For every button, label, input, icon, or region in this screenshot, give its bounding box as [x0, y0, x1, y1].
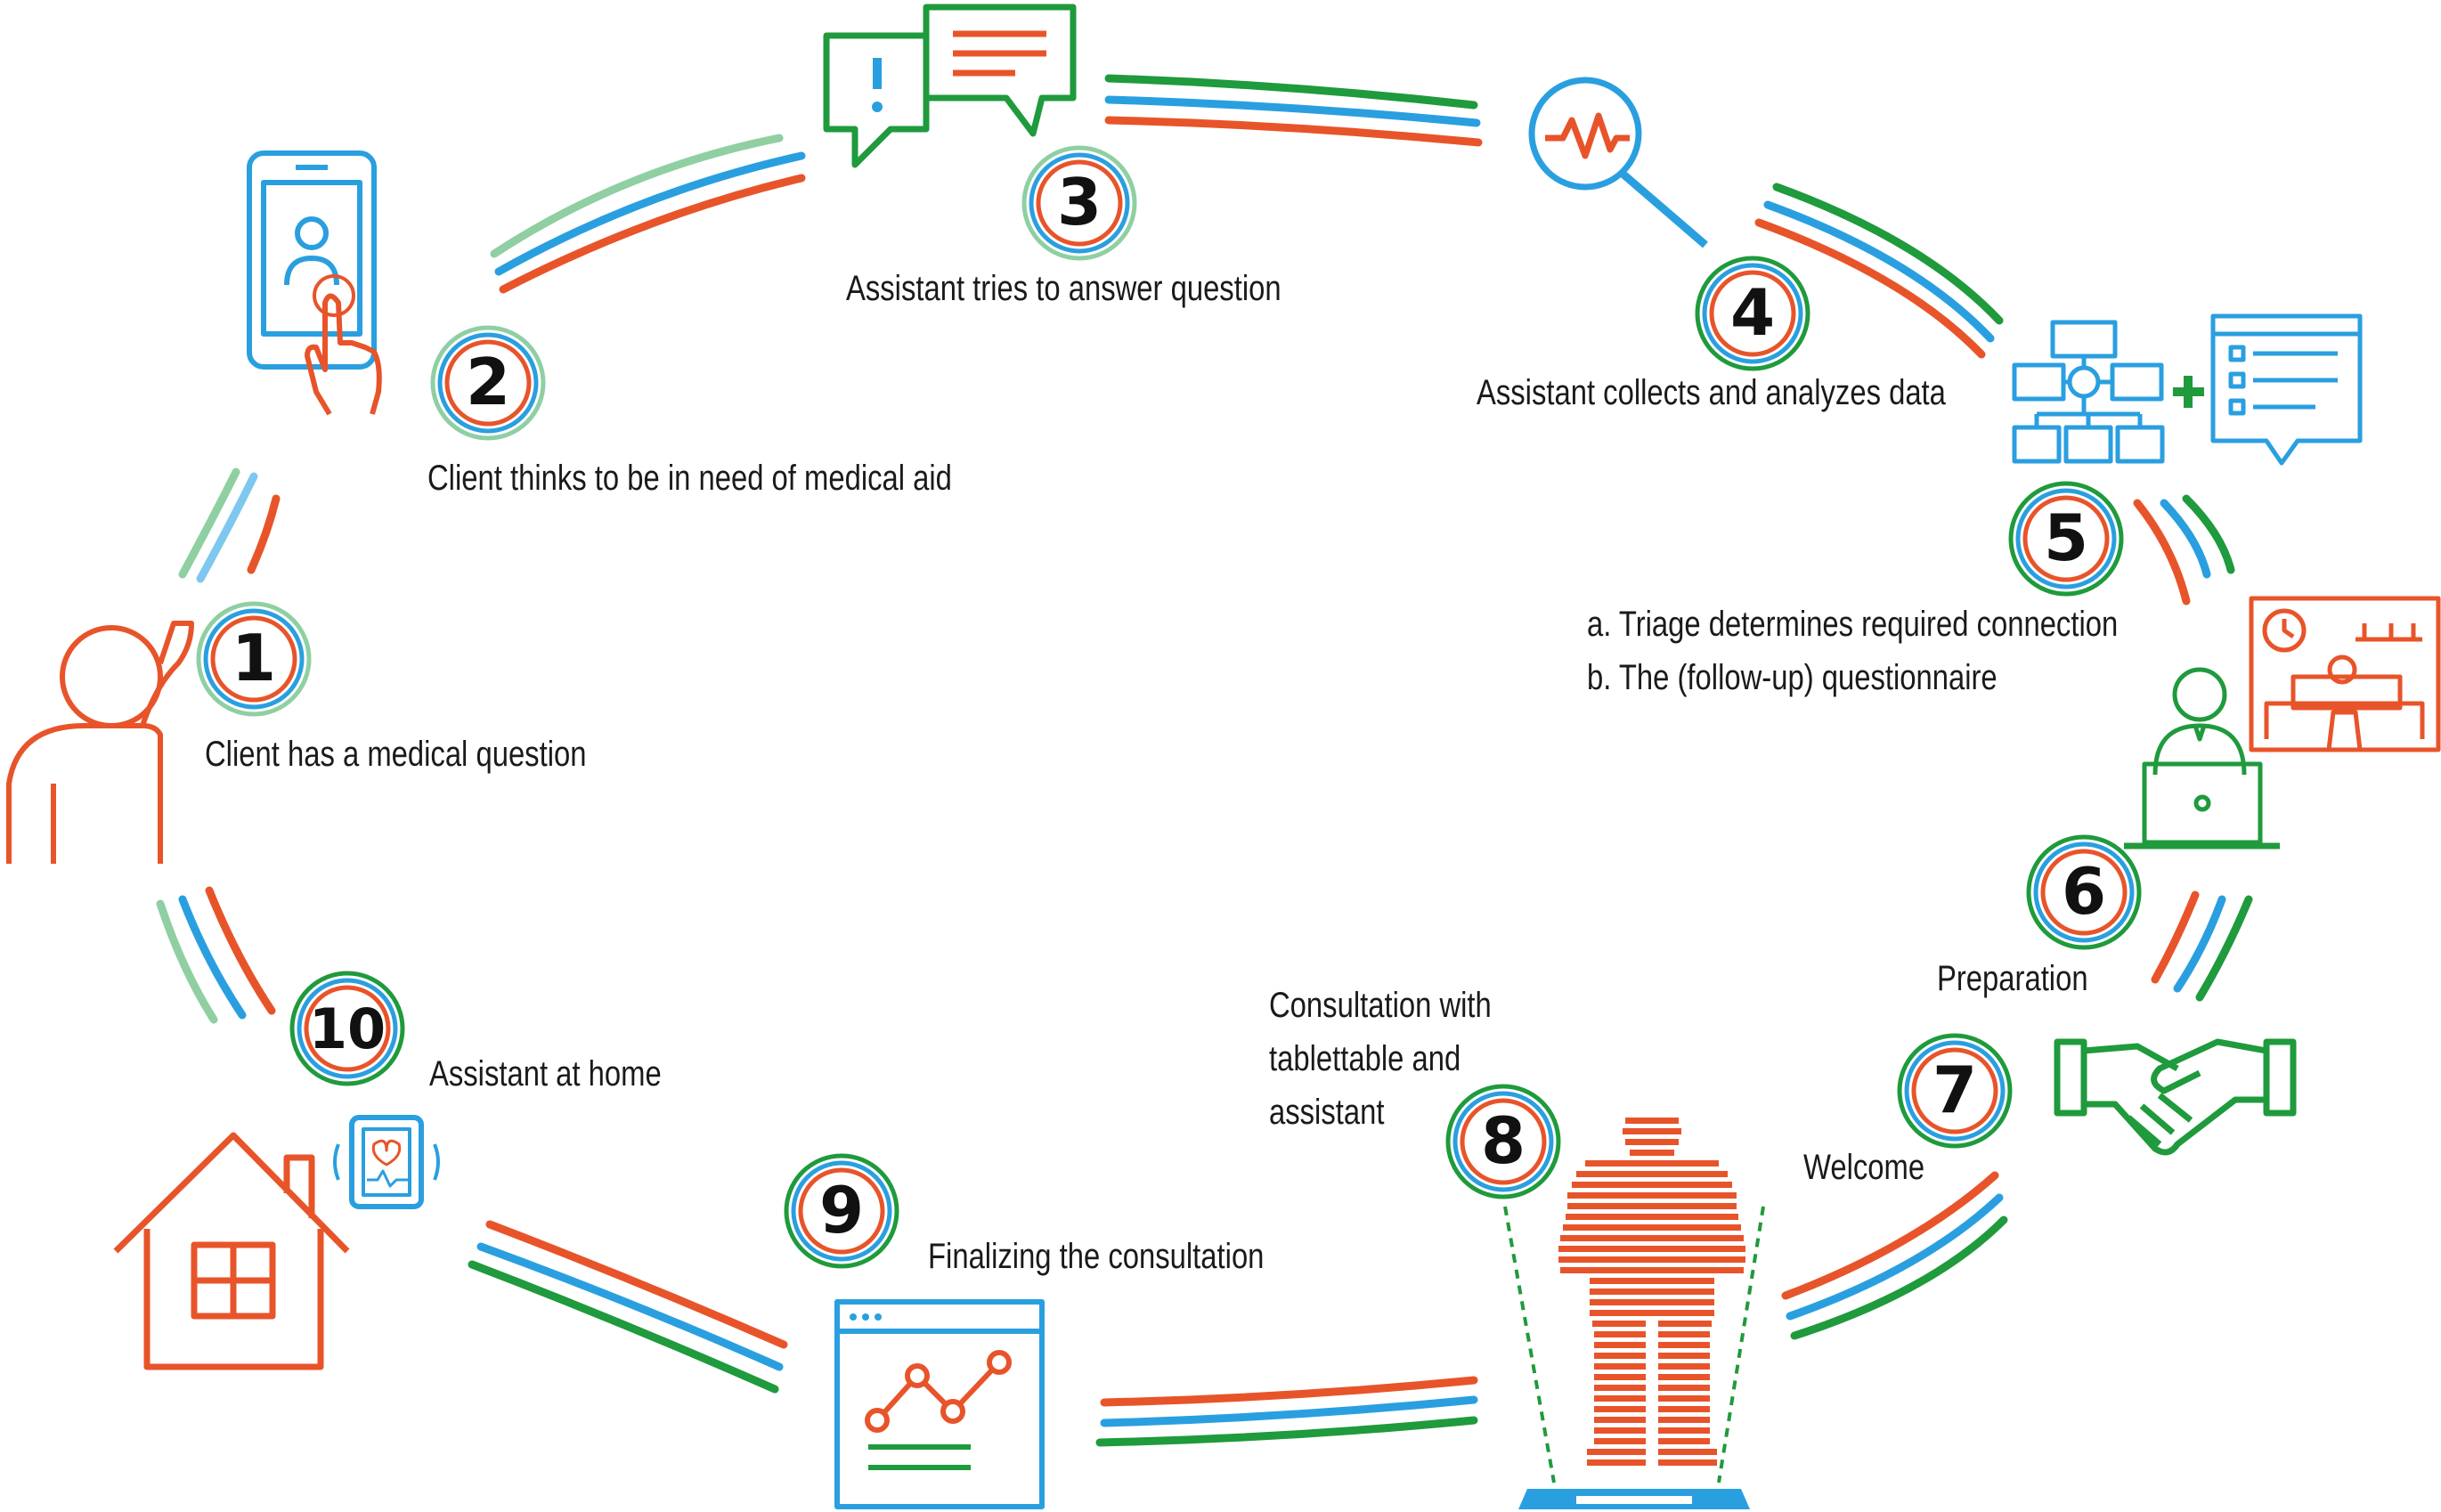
arc-5-6: [2133, 494, 2235, 606]
connector-arcs: [156, 74, 2253, 1447]
waiting-room-laptop-icon: [2124, 596, 2441, 849]
badge-1: 1: [196, 601, 312, 717]
badge-8: 8: [1445, 1084, 1561, 1199]
flowchart-questionnaire-icon: [2012, 313, 2363, 466]
badge-6: 6: [2026, 834, 2142, 950]
arc-8-9: [1095, 1376, 1478, 1447]
step-10-label: Assistant at home: [429, 1054, 662, 1093]
home-smartwatch-icon: [113, 1115, 440, 1370]
badge-5: 5: [2008, 481, 2124, 597]
badge-4-number: 4: [1730, 275, 1775, 350]
step-8-label-line-3: assistant: [1269, 1093, 1385, 1132]
arc-1-2: [178, 467, 281, 583]
step-6-label: Preparation: [1937, 959, 2088, 998]
badge-5-number: 5: [2044, 500, 2088, 575]
arc-10-1: [156, 886, 276, 1024]
badge-8-number: 8: [1481, 1103, 1526, 1178]
arc-6-7: [2151, 890, 2253, 1002]
person-thinking-icon: [6, 621, 194, 864]
badge-2-number: 2: [466, 345, 510, 419]
chat-bubbles-icon: [823, 4, 1077, 168]
arc-7-8: [1781, 1171, 2008, 1340]
handshake-icon: [2054, 1038, 2297, 1156]
step-2-label: Client thinks to be in need of medical a…: [427, 459, 952, 498]
badge-6-number: 6: [2062, 854, 2106, 929]
step-8-label-line-1: Consultation with: [1269, 986, 1492, 1025]
arc-2-3: [490, 134, 806, 294]
badge-10: 10: [289, 971, 405, 1086]
arc-4-5: [1754, 183, 2004, 359]
magnifier-pulse-icon: [1528, 77, 1708, 248]
arc-9-10: [468, 1220, 788, 1394]
step-3-label: Assistant tries to answer question: [846, 269, 1282, 308]
badge-3-number: 3: [1057, 165, 1102, 240]
chart-browser-icon: [834, 1299, 1045, 1509]
step-5-label-b: b. The (follow-up) questionnaire: [1587, 658, 1998, 697]
step-9-label: Finalizing the consultation: [928, 1237, 1265, 1276]
arc-3-4: [1104, 74, 1483, 147]
badge-1-number: 1: [232, 621, 276, 695]
badge-3: 3: [1021, 145, 1137, 261]
step-badges: 1 2 3 4 5: [196, 145, 2142, 1269]
badge-10-number: 10: [309, 996, 386, 1061]
badge-9: 9: [784, 1153, 899, 1269]
smartphone-tap-icon: [247, 150, 382, 416]
step-5-label-a: a. Triage determines required connection: [1587, 605, 2119, 644]
badge-7-number: 7: [1932, 1053, 1977, 1127]
step-8-label-line-2: tablettable and: [1269, 1039, 1461, 1078]
badge-2: 2: [430, 325, 546, 441]
badge-4: 4: [1695, 256, 1810, 371]
body-scanner-icon: [1503, 1118, 1765, 1509]
badge-7: 7: [1897, 1033, 2013, 1149]
step-4-label: Assistant collects and analyzes data: [1477, 373, 1946, 412]
step-7-label: Welcome: [1803, 1148, 1925, 1187]
badge-9-number: 9: [819, 1173, 864, 1248]
step-1-label: Client has a medical question: [205, 735, 587, 774]
